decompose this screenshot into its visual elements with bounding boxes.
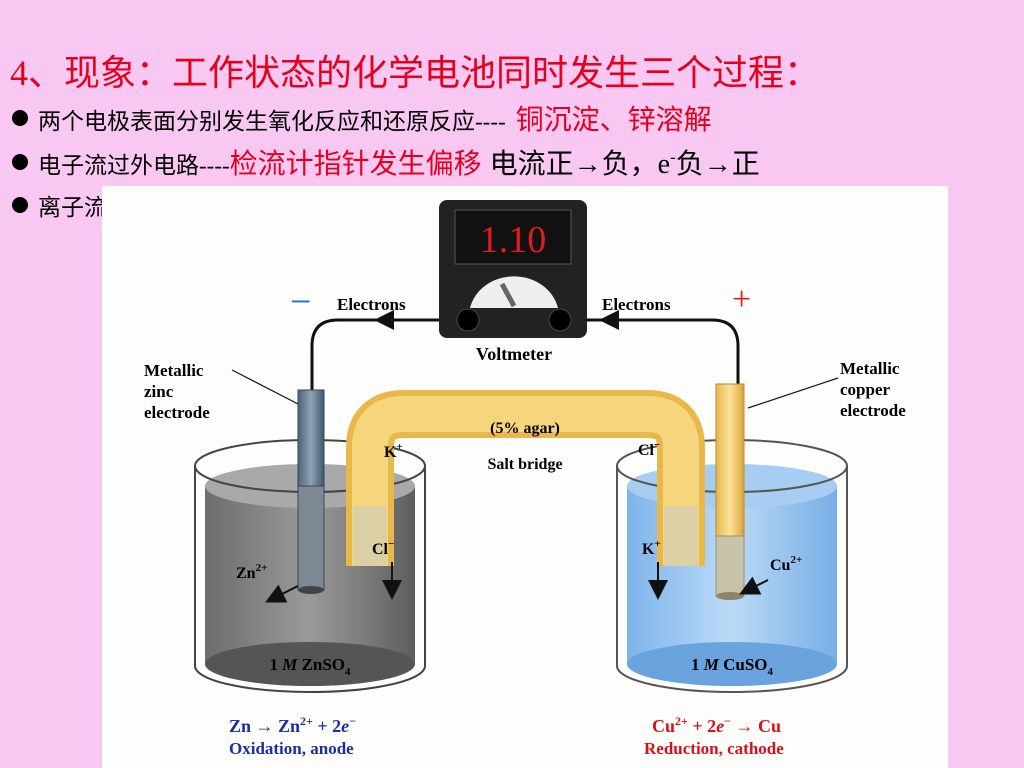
cl-ion-top: Cl− <box>638 439 660 459</box>
svg-text:electrode: electrode <box>840 401 906 420</box>
cu-ion-label: Cu2+ <box>770 554 802 574</box>
copper-electrode <box>715 383 745 600</box>
slide-title: 4、现象：工作状态的化学电池同时发生三个过程： <box>10 53 821 93</box>
svg-text:Metallic: Metallic <box>840 359 900 378</box>
voltmeter: 1.10 <box>439 200 587 338</box>
copper-electrode-label: Metallic copper electrode <box>840 359 906 420</box>
zn-ion-label: Zn2+ <box>236 562 267 582</box>
minus-sign: − <box>290 281 311 323</box>
cl-ion-bottom: Cl− <box>372 538 394 558</box>
svg-text:copper: copper <box>840 380 891 399</box>
plus-sign: + <box>732 281 751 318</box>
bullet-highlight: 检流计指针发生偏移 <box>229 149 482 180</box>
zinc-electrode-label: Metallic zinc electrode <box>144 361 210 422</box>
bullet-text: 电子流过外电路---- <box>38 153 230 178</box>
external-circuit-wires <box>310 318 740 398</box>
reduction-equation: Cu2+ + 2e− → Cu <box>652 714 781 736</box>
bullet-highlight: 铜沉淀、锌溶解 <box>515 105 712 136</box>
voltmeter-label: Voltmeter <box>476 344 552 364</box>
svg-text:zinc: zinc <box>144 382 174 401</box>
zinc-electrode <box>297 389 325 594</box>
k-ion-bottom: K+ <box>642 538 661 558</box>
bullet-dot <box>12 197 28 213</box>
bullet-dot <box>12 154 28 170</box>
right-solution-label: 1 M CuSO4 <box>691 655 774 678</box>
electrons-left-label: Electrons <box>337 295 406 314</box>
svg-text:Metallic: Metallic <box>144 361 204 380</box>
bullet-dot <box>12 110 28 126</box>
voltmeter-display: 1.10 <box>480 219 547 261</box>
oxidation-equation: Zn → Zn2+ + 2e− <box>229 714 356 736</box>
salt-bridge-label: Salt bridge <box>487 456 562 473</box>
bullet-electrode-reactions: 两个电极表面分别发生氧化反应和还原反应---- 铜沉淀、锌溶解 <box>12 98 712 138</box>
salt-bridge <box>346 390 705 566</box>
left-solution-label: 1 M ZnSO4 <box>269 655 351 678</box>
k-ion-top: K+ <box>384 441 403 461</box>
current-flow-text: 电流正→负，e-负→正 <box>489 147 760 180</box>
svg-text:electrode: electrode <box>144 403 210 422</box>
oxidation-caption: Oxidation, anode <box>229 739 354 758</box>
galvanic-cell-figure: 1.10 Voltmeter Electrons Electrons − + M… <box>102 186 948 768</box>
electrons-right-label: Electrons <box>602 295 671 314</box>
bullet-electron-flow: 电子流过外电路---- 检流计指针发生偏移 电流正→负，e-负→正 <box>12 142 760 182</box>
agar-label: (5% agar) <box>490 420 560 437</box>
reduction-caption: Reduction, cathode <box>644 739 784 758</box>
bullet-text: 两个电极表面分别发生氧化反应和还原反应---- <box>38 109 506 134</box>
